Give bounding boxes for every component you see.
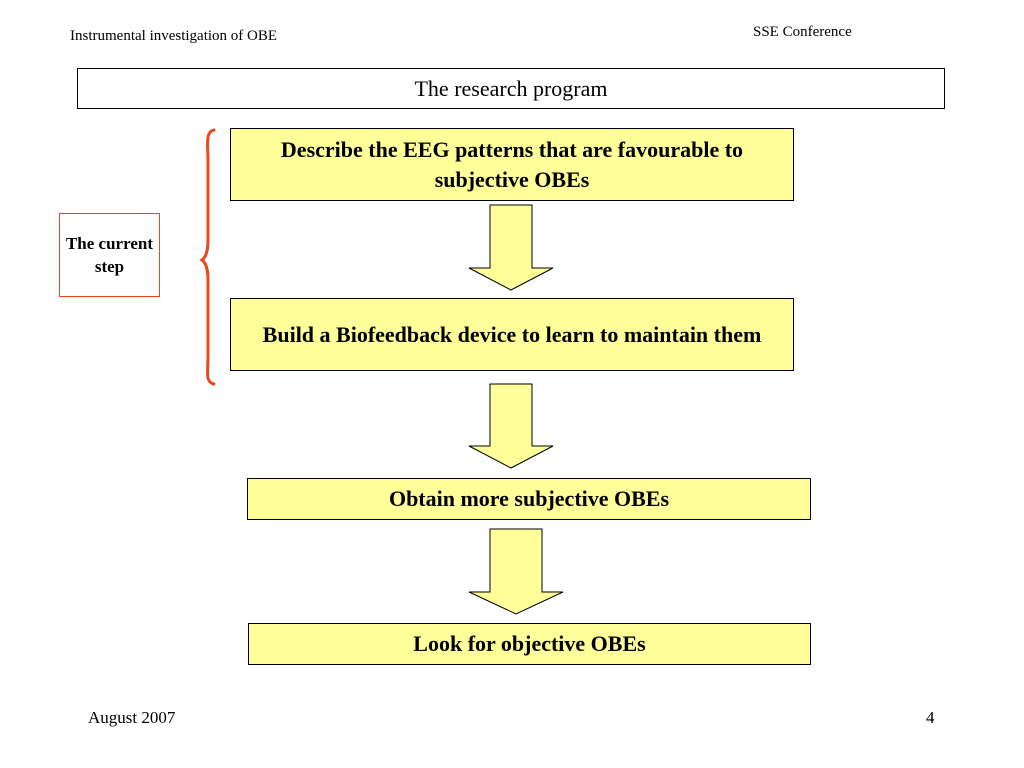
flow-arrow-3	[468, 528, 564, 615]
presentation-title: Instrumental investigation of OBE	[70, 28, 278, 44]
page-number: 4	[926, 708, 935, 727]
footer-date: August 2007	[88, 708, 176, 727]
curly-brace	[199, 128, 216, 386]
conference-name: SSE Conference	[753, 24, 852, 40]
step-box-describe-eeg: Describe the EEG patterns that are favou…	[230, 128, 794, 201]
flow-arrow-1	[468, 204, 554, 291]
step-box-objective-obes: Look for objective OBEs	[248, 623, 811, 665]
step-label: Obtain more subjective OBEs	[388, 486, 670, 511]
flow-arrow-2	[468, 383, 554, 469]
step-label: Build a Biofeedback device to learn to m…	[262, 321, 762, 347]
step-label: Describe the EEG patterns that are favou…	[280, 136, 744, 192]
slide-title: The research program	[77, 68, 945, 109]
step-box-obtain-obes: Obtain more subjective OBEs	[247, 478, 811, 520]
step-box-build-biofeedback: Build a Biofeedback device to learn to m…	[230, 298, 794, 371]
step-label: Look for objective OBEs	[413, 631, 646, 656]
current-step-label: The current step	[59, 213, 160, 297]
